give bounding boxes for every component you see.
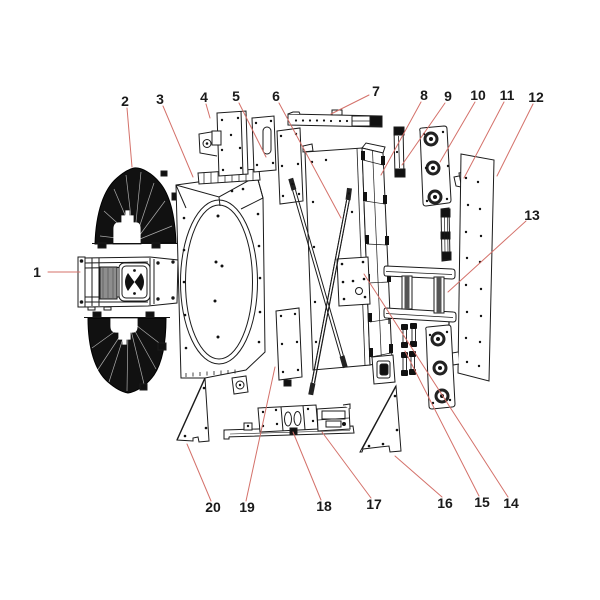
part-diagonal-stay-rods xyxy=(288,177,352,396)
callout-number-16: 16 xyxy=(437,495,453,511)
part-grommet-plate-upper xyxy=(419,125,452,207)
leader-line-14-mounting-plate-center xyxy=(363,273,509,498)
callout-number-6: 6 xyxy=(272,88,280,104)
leader-line-4-mounting-bracket-plate xyxy=(205,103,211,119)
callout-number-5: 5 xyxy=(232,88,240,104)
leader-line-11-clamp-clip xyxy=(463,101,505,179)
callout-number-11: 11 xyxy=(500,87,515,103)
leader-line-10-grommet-plate-upper xyxy=(439,101,476,163)
leader-line-12-side-panel-right xyxy=(496,103,534,177)
leader-line-6-diagonal-stay-rod xyxy=(278,102,342,219)
leader-line-16-gusset-bracket-right xyxy=(394,455,443,498)
callout-number-1: 1 xyxy=(33,264,41,280)
callout-number-9: 9 xyxy=(444,88,452,104)
callout-number-10: 10 xyxy=(470,87,486,103)
part-fan-shroud xyxy=(175,175,266,395)
part-slotted-plate xyxy=(251,115,277,173)
part-latch-box xyxy=(316,403,351,432)
leader-line-13-support-h-frame xyxy=(447,220,527,293)
callout-number-14: 14 xyxy=(503,495,519,511)
leader-line-3-fan-shroud xyxy=(162,105,194,178)
leader-line-9-filler-strip xyxy=(401,102,446,166)
part-gusset-bracket-right xyxy=(359,384,402,453)
part-mounting-bracket-plate xyxy=(197,110,261,185)
part-gusset-bracket-left xyxy=(176,377,210,443)
callout-number-2: 2 xyxy=(121,93,129,109)
part-upper-support-bar xyxy=(287,109,383,128)
callout-number-19: 19 xyxy=(239,499,255,515)
leader-line-15-link-clips xyxy=(404,350,480,497)
part-side-panel-right xyxy=(451,153,495,382)
callout-number-20: 20 xyxy=(205,499,221,515)
leader-line-19-side-plate-lower xyxy=(245,366,276,502)
leader-line-7-upper-support-bar xyxy=(330,94,370,115)
leader-line-5-slotted-plate xyxy=(238,102,267,158)
part-side-plate-upper xyxy=(276,127,304,205)
part-link-column xyxy=(440,207,452,262)
part-fan-ring-upper-half xyxy=(92,167,181,249)
leader-line-18-bottom-bracket-box xyxy=(292,431,322,501)
part-filler-strip xyxy=(393,126,406,178)
part-grommet-plate-lower xyxy=(425,324,456,410)
part-side-frame-assembly xyxy=(77,256,179,311)
part-support-h-frame xyxy=(383,265,457,327)
callout-number-7: 7 xyxy=(372,83,380,99)
part-bottom-bracket-box xyxy=(257,404,319,435)
callout-number-8: 8 xyxy=(420,87,428,103)
leader-line-2-fan-ring-upper-half xyxy=(126,107,133,168)
callout-number-4: 4 xyxy=(200,89,208,105)
leader-line-17-base-rail xyxy=(321,431,372,499)
part-link-clips xyxy=(401,323,417,376)
callout-number-15: 15 xyxy=(474,494,490,510)
leader-line-8-radiator-core xyxy=(380,101,422,176)
callout-number-13: 13 xyxy=(524,207,540,223)
part-mounting-plate-center xyxy=(336,256,371,307)
leader-line-20-gusset-bracket-left xyxy=(186,443,212,502)
callout-number-17: 17 xyxy=(366,496,382,512)
part-fan-ring-lower-half xyxy=(84,311,170,394)
callout-number-18: 18 xyxy=(316,498,332,514)
callout-number-12: 12 xyxy=(528,89,544,105)
callout-number-3: 3 xyxy=(156,91,164,107)
part-side-plate-lower xyxy=(275,307,303,387)
